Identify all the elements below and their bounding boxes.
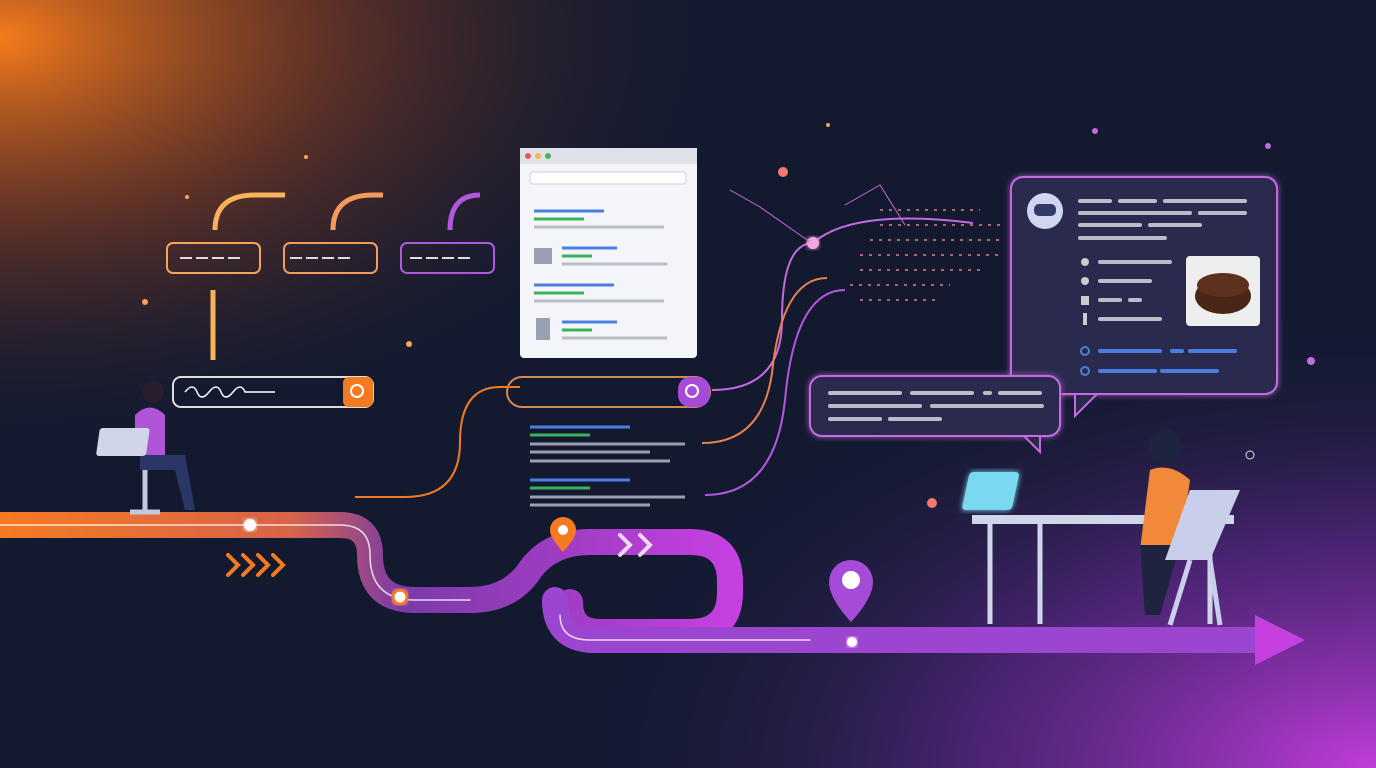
map-pin-icon (829, 560, 873, 622)
search-icon (350, 384, 364, 398)
search-icon (685, 384, 699, 398)
result-list (530, 425, 685, 507)
search-bar-left[interactable] (172, 376, 374, 408)
map-pin-icon (550, 517, 576, 552)
thermometer-icon (1083, 313, 1087, 325)
image-icon (534, 248, 552, 264)
query-steps (166, 192, 495, 360)
document-icon (536, 318, 550, 340)
arrow-right-icon (1255, 615, 1305, 665)
journey-road (0, 512, 1305, 665)
link-icon (1080, 346, 1090, 356)
drop-icon (1081, 258, 1089, 266)
user-chat-bubble (809, 375, 1061, 455)
search-bar-middle[interactable] (506, 376, 711, 408)
person-at-desk (962, 430, 1240, 626)
ai-answer-panel (1010, 176, 1278, 419)
search-results-page (520, 148, 697, 358)
person-with-laptop (96, 381, 195, 515)
link-icon (1080, 366, 1090, 376)
decorative-dots (142, 123, 1315, 508)
clipboard-icon (1081, 296, 1089, 305)
flow-lines (355, 184, 1000, 498)
